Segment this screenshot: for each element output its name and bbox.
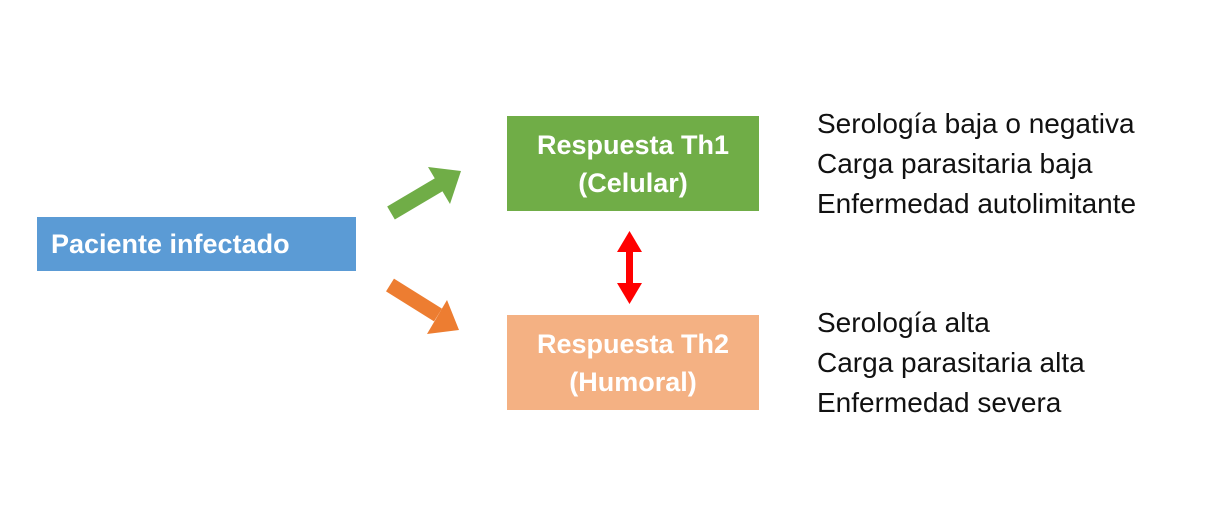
patient-box: Paciente infectado xyxy=(37,217,356,271)
th2-outcomes-list: Serología alta Carga parasitaria alta En… xyxy=(817,303,1085,423)
th1-response-box: Respuesta Th1 (Celular) xyxy=(507,116,759,211)
arrow-to-th1 xyxy=(387,167,461,220)
arrow-to-th2 xyxy=(386,278,459,334)
th1-outcome-item: Serología baja o negativa xyxy=(817,108,1135,139)
th2-outcome-item: Enfermedad severa xyxy=(817,387,1062,418)
double-arrow-th1-th2 xyxy=(617,231,642,304)
th2-title: Respuesta Th2 xyxy=(536,328,730,359)
th2-outcome-item: Carga parasitaria alta xyxy=(817,347,1085,378)
th1-title: Respuesta Th1 xyxy=(536,129,730,160)
th2-outcome-item: Serología alta xyxy=(817,307,990,338)
th1-subtitle: (Celular) xyxy=(578,167,688,198)
patient-label: Paciente infectado xyxy=(51,228,290,259)
th1-outcome-item: Carga parasitaria baja xyxy=(817,148,1093,179)
th1-outcome-item: Enfermedad autolimitante xyxy=(817,188,1137,219)
th2-subtitle: (Humoral) xyxy=(569,366,697,397)
th2-response-box: Respuesta Th2 (Humoral) xyxy=(507,315,759,410)
th1-outcomes-list: Serología baja o negativa Carga parasita… xyxy=(817,104,1136,224)
